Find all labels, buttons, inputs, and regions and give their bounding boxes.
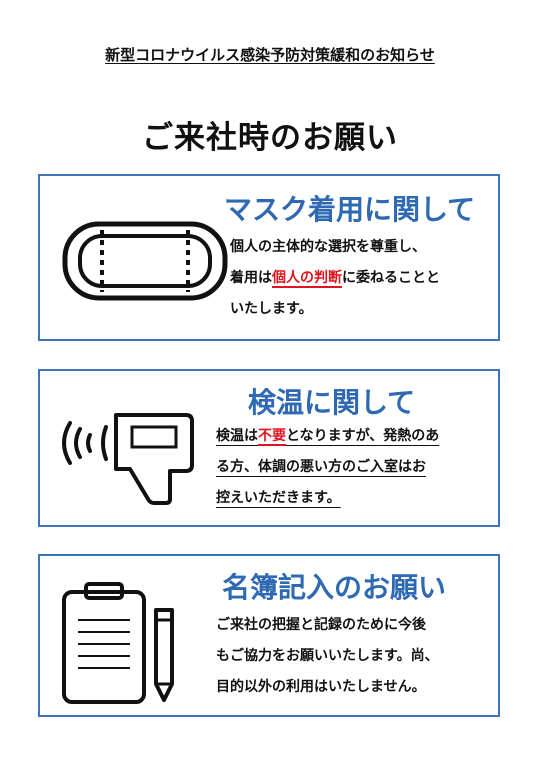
register-card-title: 名簿記入のお願い <box>222 571 447 604</box>
body-line: る方、体調の悪い方のご入室はお <box>216 459 426 475</box>
notice-subtitle: 新型コロナウイルス感染予防対策緩和のお知らせ <box>105 46 435 64</box>
register-card-body: ご来社の把握と記録のために今後 もご協力をお願いいたします。尚、 目的以外の利用… <box>216 610 439 703</box>
thermometer-gun-icon <box>62 413 194 505</box>
clipboard-pencil-icon <box>62 582 174 704</box>
body-line: もご協力をお願いいたします。尚、 <box>216 648 439 664</box>
temperature-card: 検温に関して 検温は不要となりますが、発熱のあ る方、体調の悪い方のご入室はお … <box>38 369 500 527</box>
register-card: 名簿記入のお願い ご来社の把握と記録のために今後 もご協力をお願いいたします。尚… <box>38 554 500 717</box>
mask-card: マスク着用に関して 個人の主体的な選択を尊重し、 着用は個人の判断に委ねることと… <box>38 174 500 341</box>
body-line: 検温は不要となりますが、発熱のあ <box>216 428 440 444</box>
mask-card-title: マスク着用に関して <box>224 193 476 226</box>
temperature-card-title: 検温に関して <box>248 386 416 419</box>
mask-card-body: 個人の主体的な選択を尊重し、 着用は個人の判断に委ねることと いたします。 <box>230 232 440 325</box>
notice-header: 新型コロナウイルス感染予防対策緩和のお知らせ <box>0 44 540 65</box>
face-mask-icon <box>62 221 228 301</box>
highlight-text: 不要 <box>258 428 286 444</box>
temperature-card-body: 検温は不要となりますが、発熱のあ る方、体調の悪い方のご入室はお 控えいただきま… <box>216 421 439 514</box>
body-line: 控えいただきます。 <box>216 490 341 506</box>
page-title: ご来社時のお願い <box>142 120 398 156</box>
body-line: ご来社の把握と記録のために今後 <box>216 617 426 633</box>
body-line: 目的以外の利用はいたしません。 <box>216 679 426 695</box>
highlight-text: 個人の判断 <box>272 270 342 286</box>
body-line: 個人の主体的な選択を尊重し、 <box>230 239 426 255</box>
body-line: いたします。 <box>230 301 313 317</box>
body-line: 着用は個人の判断に委ねることと <box>230 270 440 286</box>
